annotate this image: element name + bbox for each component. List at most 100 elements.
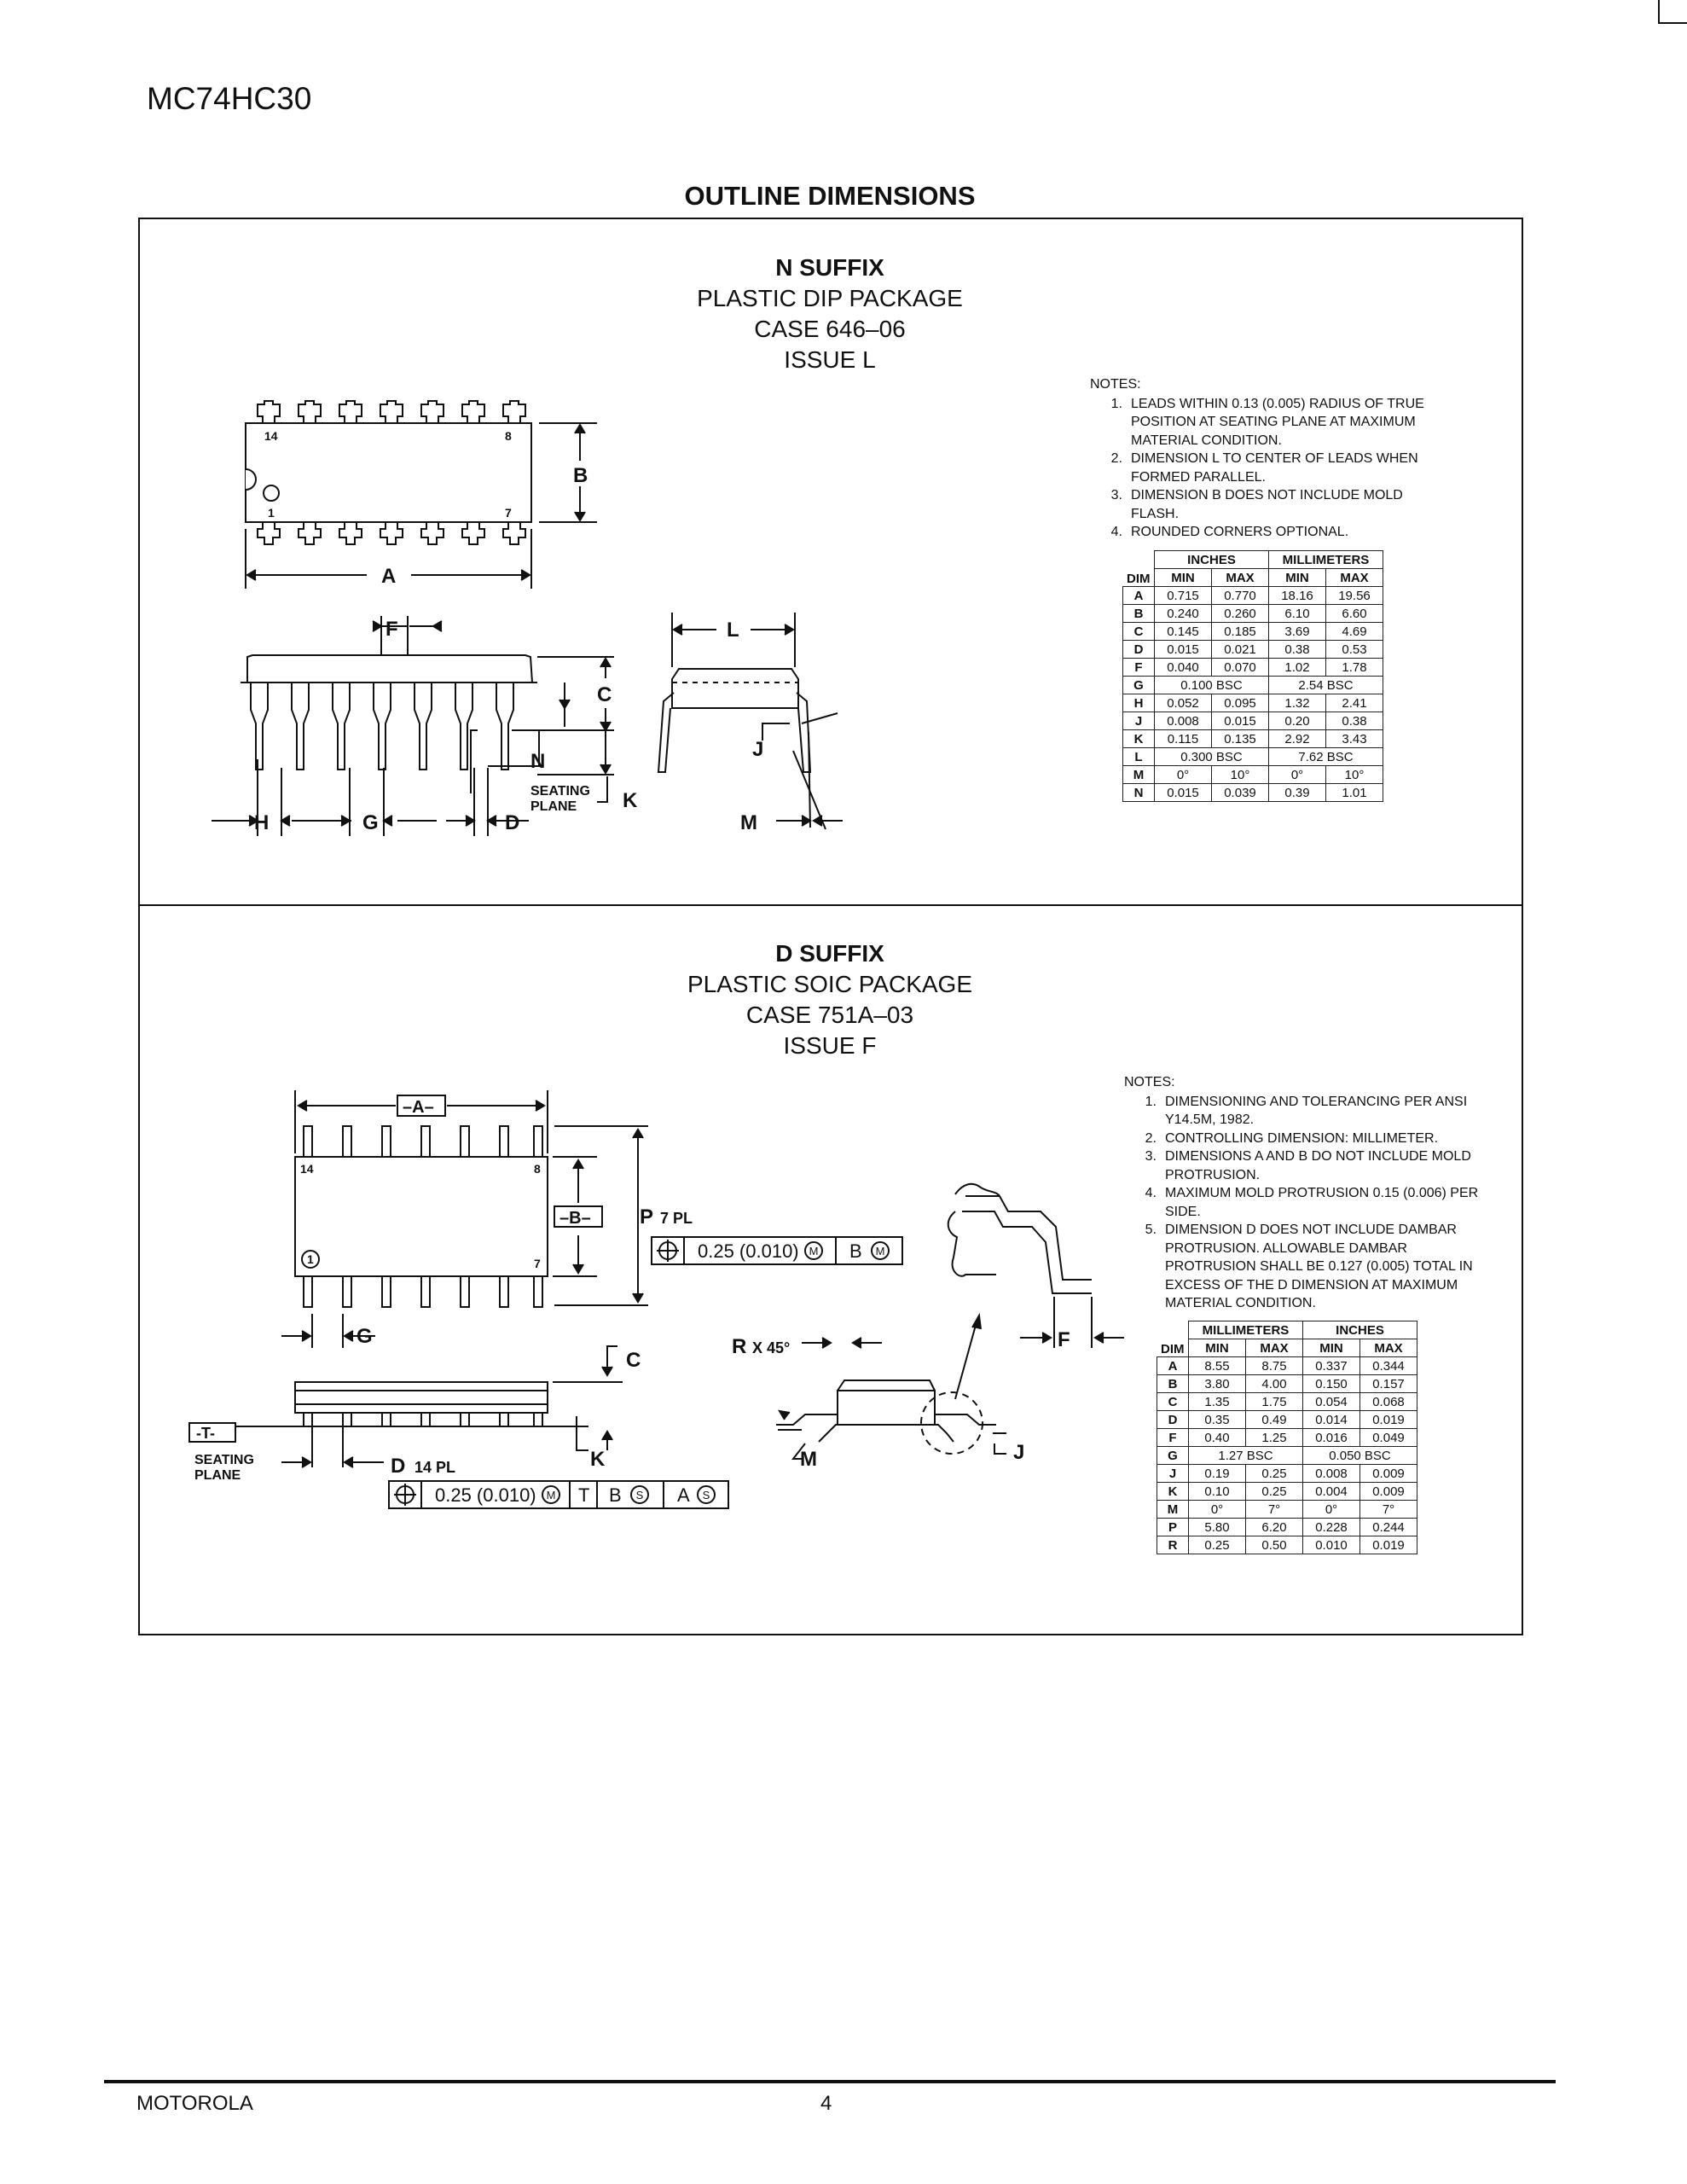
n-seating-label-2: PLANE	[530, 799, 577, 814]
d-case-number: CASE 751A–03	[745, 1002, 914, 1028]
n-notes-heading: NOTES:	[1090, 377, 1141, 392]
n-table-max-header: MAX	[1211, 568, 1269, 587]
footer-brand: MOTOROLA	[136, 2092, 253, 2115]
table-value-cell: 8.75	[1245, 1356, 1303, 1375]
d-fcf1	[651, 1236, 903, 1265]
table-value-cell: 0.019	[1359, 1410, 1417, 1429]
n-dim-a: A	[381, 565, 396, 588]
n-note-item: 2.DIMENSION L TO CENTER OF LEADS WHEN FO…	[1110, 451, 1418, 485]
n-pin8-label: 8	[505, 429, 512, 443]
d-pin1-label: 1	[307, 1252, 314, 1266]
table-value-cell: 0.35	[1188, 1410, 1246, 1429]
n-side-lead	[250, 682, 269, 770]
table-value-cell: 0.135	[1211, 729, 1269, 748]
d-package-heading: D SUFFIX PLASTIC SOIC PACKAGE CASE 751A–…	[617, 938, 1043, 1061]
mmc-letter: M	[876, 1245, 885, 1258]
table-value-cell: 0.049	[1359, 1428, 1417, 1447]
table-value-cell: 0.050 BSC	[1302, 1446, 1417, 1465]
n-notch	[245, 468, 257, 491]
n-suffix-label: N SUFFIX	[775, 254, 884, 281]
table-value-cell: 0.010	[1302, 1536, 1360, 1554]
table-value-cell: 1.27 BSC	[1188, 1446, 1303, 1465]
rfs-letter: S	[703, 1489, 710, 1502]
d-datum-t: -T-	[196, 1425, 215, 1442]
table-value-cell: 0.40	[1188, 1428, 1246, 1447]
rfs-modifier-icon	[697, 1485, 716, 1504]
table-value-cell: 0°	[1188, 1500, 1246, 1519]
d-top-body	[294, 1156, 548, 1277]
n-dim-j: J	[752, 738, 763, 761]
table-value-cell: 0.015	[1211, 712, 1269, 730]
d-side-body	[294, 1381, 548, 1414]
n-pin7-label: 7	[505, 506, 512, 520]
n-side-lead	[332, 682, 351, 770]
table-value-cell: 0.019	[1359, 1536, 1417, 1554]
d-fcf2-datum-a: A	[677, 1484, 690, 1506]
part-number-header: MC74HC30	[147, 81, 312, 116]
table-value-cell: 6.60	[1325, 604, 1383, 623]
n-dim-d: D	[505, 811, 519, 834]
d-datum-a: –A–	[403, 1098, 434, 1117]
table-value-cell: 1.25	[1245, 1428, 1303, 1447]
rfs-modifier-icon	[630, 1485, 649, 1504]
table-value-cell: 0°	[1154, 765, 1212, 784]
d-lead-detail	[965, 1195, 1092, 1281]
table-value-cell: 0.20	[1268, 712, 1326, 730]
n-pin1-dot	[263, 485, 280, 502]
table-value-cell: 1.32	[1268, 694, 1326, 712]
d-fcf2-datum-t: T	[578, 1484, 589, 1506]
n-side-lead	[373, 682, 391, 770]
table-value-cell: 0.009	[1359, 1482, 1417, 1501]
n-package-type: PLASTIC DIP PACKAGE	[697, 285, 963, 311]
d-table-group-mm: MILLIMETERS	[1188, 1321, 1303, 1339]
n-seating-label-1: SEATING	[530, 784, 590, 799]
table-value-cell: 1.75	[1245, 1392, 1303, 1411]
table-value-cell: 0.244	[1359, 1518, 1417, 1536]
n-notes: NOTES: 1.LEADS WITHIN 0.13 (0.005) RADIU…	[1090, 375, 1431, 542]
d-seating-label-1: SEATING	[194, 1453, 254, 1467]
n-case-number: CASE 646–06	[754, 316, 906, 342]
d-dim-d-qty: 14 PL	[415, 1459, 455, 1476]
table-value-cell: 1.02	[1268, 658, 1326, 677]
d-dimension-table: DIM MILLIMETERS INCHES MIN MAX MIN MAX A…	[1157, 1321, 1417, 1554]
n-dim-c: C	[597, 683, 612, 706]
n-pin14-label: 14	[264, 429, 278, 443]
n-note-item: 3.DIMENSION B DOES NOT INCLUDE MOLD FLAS…	[1110, 488, 1403, 521]
d-note-item: 4.MAXIMUM MOLD PROTRUSION 0.15 (0.006) P…	[1145, 1186, 1479, 1219]
d-pin7-label: 7	[534, 1257, 541, 1270]
table-value-cell: 0.19	[1188, 1464, 1246, 1483]
mmc-letter: M	[809, 1245, 819, 1258]
n-note-item: 4.ROUNDED CORNERS OPTIONAL.	[1110, 525, 1349, 539]
n-side-lead	[291, 682, 310, 770]
d-dim-k: K	[590, 1448, 606, 1471]
n-dimension-table: DIM INCHES MILLIMETERS MIN MAX MIN MAX A…	[1122, 550, 1383, 802]
table-value-cell: 2.54 BSC	[1268, 676, 1383, 694]
d-seating-label-2: PLANE	[194, 1468, 241, 1483]
n-dim-m: M	[740, 811, 757, 834]
n-end-body	[671, 668, 799, 709]
d-note-item: 3.DIMENSIONS A AND B DO NOT INCLUDE MOLD…	[1145, 1149, 1471, 1182]
n-dim-g: G	[362, 811, 379, 834]
table-value-cell: 0.50	[1245, 1536, 1303, 1554]
d-fcf2-value: 0.25 (0.010)	[435, 1484, 536, 1506]
d-table-dim-header: DIM	[1157, 1321, 1189, 1357]
table-value-cell: 0.25	[1245, 1482, 1303, 1501]
table-value-cell: 4.00	[1245, 1374, 1303, 1393]
d-dim-f: F	[1058, 1328, 1070, 1351]
footer-page-number: 4	[820, 2092, 832, 2115]
d-suffix-label: D SUFFIX	[775, 940, 884, 967]
d-detail-circle	[920, 1391, 983, 1455]
d-fcf2-datum-b: B	[609, 1484, 622, 1506]
d-dim-r: R	[732, 1335, 746, 1358]
n-table-dim-header: DIM	[1122, 550, 1155, 587]
table-value-cell: 0.095	[1211, 694, 1269, 712]
n-side-lead	[496, 682, 514, 770]
d-dim-p-qty: 7 PL	[660, 1210, 693, 1227]
n-dim-h: H	[254, 811, 269, 834]
